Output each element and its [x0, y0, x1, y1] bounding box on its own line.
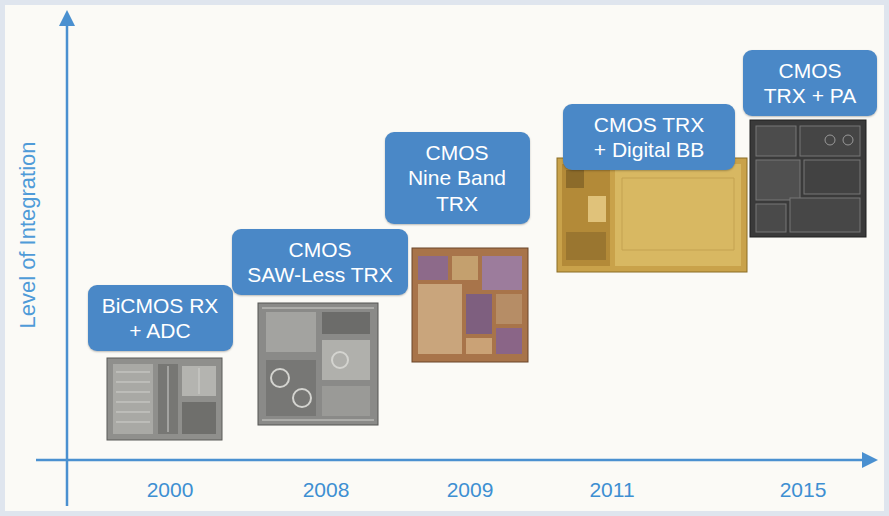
box-label: CMOS Nine Band TRX [405, 140, 510, 216]
process-box: CMOS TRX + Digital BB [563, 104, 735, 170]
box-label: CMOS TRX + PA [759, 58, 861, 108]
text-word: CMOS [426, 141, 489, 164]
chip-photo [557, 158, 747, 272]
chip-photo [412, 248, 528, 362]
text-word: CMOS [289, 238, 352, 261]
process-box: BiCMOS RX + ADC [88, 285, 233, 351]
year-label: 2000 [147, 478, 194, 502]
text-word: BB [676, 138, 704, 161]
text-word: SAW-Less [247, 263, 345, 286]
axis-title: Level of Integration [15, 141, 41, 328]
axes [36, 10, 878, 506]
process-box: CMOS SAW-Less TRX [232, 229, 408, 295]
text-word: RX [189, 294, 218, 317]
box-label: BiCMOS RX + ADC [98, 293, 223, 343]
process-box: CMOS Nine Band TRX [385, 132, 530, 224]
text-word: + [129, 319, 141, 342]
panel-ground [5, 5, 884, 511]
process-box: CMOS TRX + PA [743, 50, 877, 116]
text-word: PA [830, 84, 856, 107]
text-word: Digital [612, 138, 670, 161]
text-word: TRX [351, 263, 393, 286]
chip-photo [750, 120, 866, 237]
chip-photo [258, 303, 378, 425]
text-word: TRX [436, 192, 478, 215]
text-word: CMOS [779, 59, 842, 82]
text-word: Band [457, 166, 506, 189]
year-label: 2011 [589, 478, 634, 502]
box-label: CMOS SAW-Less TRX [241, 237, 399, 287]
year-label: 2008 [303, 478, 350, 502]
text-word: BiCMOS [102, 294, 184, 317]
text-word: ADC [146, 319, 190, 342]
year-label: 2009 [447, 478, 494, 502]
text-word: CMOS [594, 113, 657, 136]
text-word: + [594, 138, 606, 161]
year-label: 2015 [780, 478, 827, 502]
box-label: CMOS TRX + Digital BB [589, 112, 709, 162]
text-word: Nine [408, 166, 451, 189]
text-word: + [812, 84, 824, 107]
chip-photo [107, 358, 222, 440]
text-word: TRX [662, 113, 704, 136]
text-word: TRX [764, 84, 806, 107]
